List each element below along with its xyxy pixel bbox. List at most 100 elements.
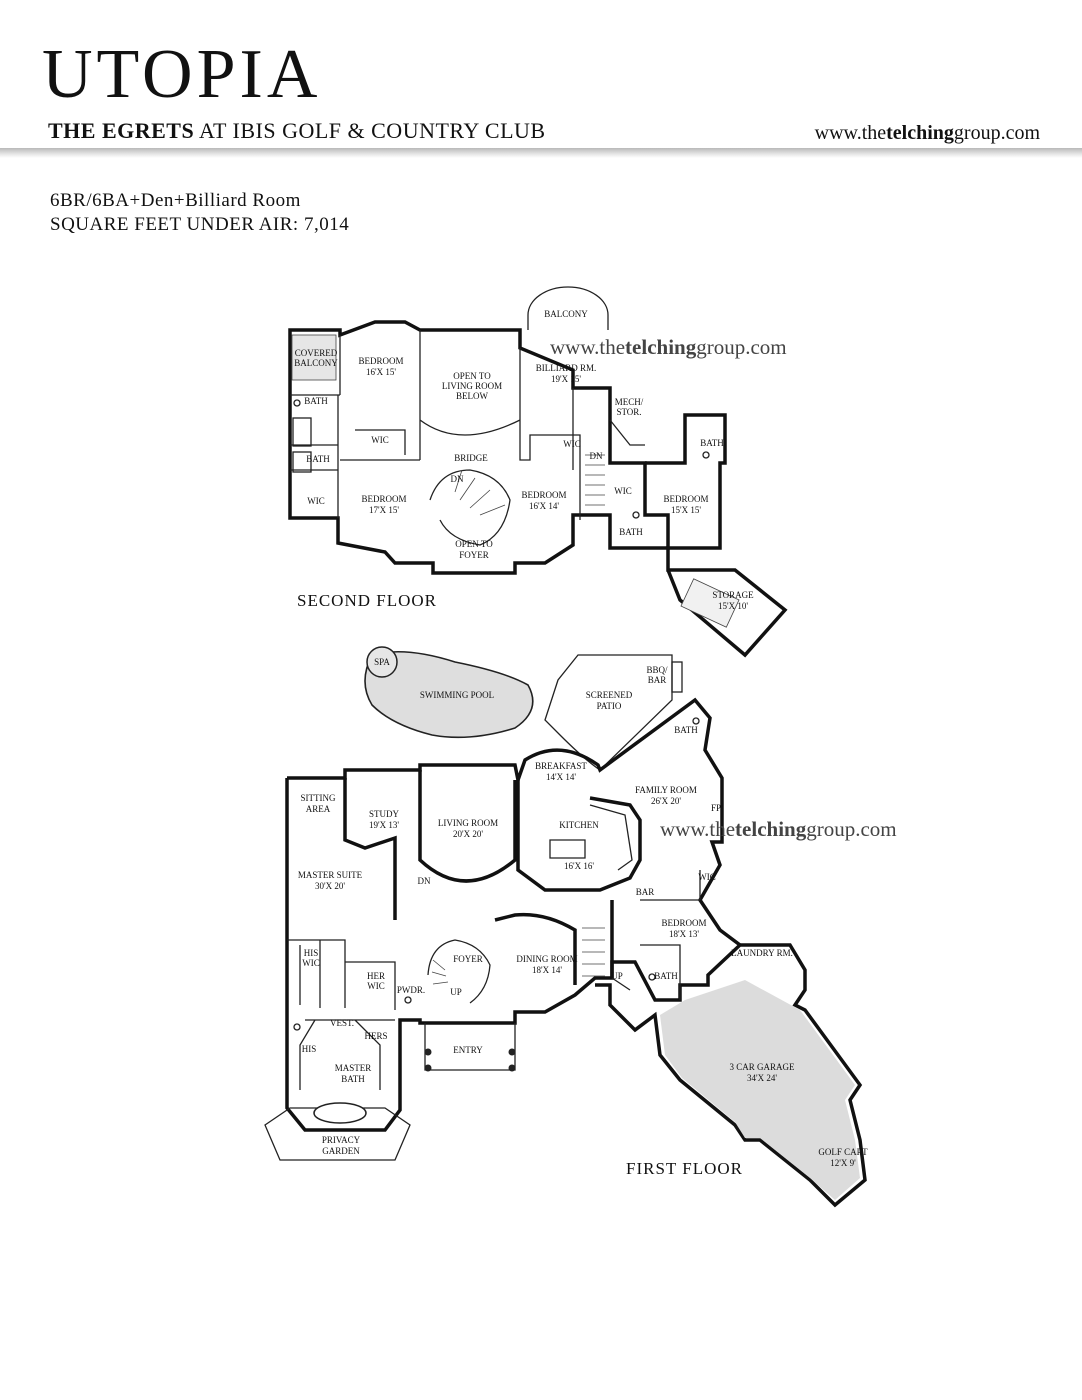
- toilet-bath: [632, 511, 640, 519]
- label-wic-family: WIC: [698, 872, 716, 882]
- wm-post: group.com: [696, 335, 786, 359]
- label-living-room-below: LIVING ROOM: [442, 381, 502, 391]
- label-bar: BAR: [636, 887, 655, 897]
- spec-bed-bath: 6BR/6BA+Den+Billiard Room: [50, 190, 301, 211]
- label-patio: PATIO: [597, 701, 622, 711]
- label-master-suite: MASTER SUITE: [298, 870, 363, 880]
- wm-pre: www.the: [550, 335, 625, 359]
- label-kitchen: KITCHEN: [559, 820, 599, 830]
- first-floor-title: FIRST FLOOR: [626, 1159, 743, 1178]
- page-title: UTOPIA: [42, 36, 322, 113]
- garage-floor: [660, 980, 860, 1200]
- website-url: www.thetelchinggroup.com: [815, 122, 1040, 145]
- label-bar-patio: BAR: [648, 675, 667, 685]
- balcony-arc: [527, 286, 609, 330]
- label-bedroom-1: BEDROOM: [358, 356, 403, 366]
- dim-bedroom-3: 16'X 14': [529, 501, 559, 511]
- label-foyer-upper: FOYER: [459, 550, 489, 560]
- label-bath-bedroom: BATH: [654, 971, 678, 981]
- stair-curve-foyer: [427, 939, 491, 1004]
- label-mech: MECH/: [615, 397, 644, 407]
- label-garage: 3 CAR GARAGE: [729, 1062, 795, 1072]
- label-covered-balcony: BALCONY: [294, 358, 338, 368]
- label-wic-3: WIC: [307, 496, 325, 506]
- label-hers-bath: HERS: [364, 1031, 387, 1041]
- label-living-room: LIVING ROOM: [438, 818, 498, 828]
- label-open-to-foyer: OPEN TO: [455, 539, 493, 549]
- toilet-powder: [404, 996, 412, 1004]
- wm-pre: www.the: [660, 817, 735, 841]
- label-covered: COVERED: [295, 348, 338, 358]
- label-her-wic: WIC: [367, 981, 385, 991]
- label-powder: PWDR.: [397, 985, 425, 995]
- label-wic-4: WIC: [614, 486, 632, 496]
- dim-living-room: 20'X 20': [453, 829, 483, 839]
- dim-bedroom-4: 15'X 15': [671, 505, 701, 515]
- label-breakfast: BREAKFAST: [535, 761, 587, 771]
- label-bedroom-3: BEDROOM: [521, 490, 566, 500]
- dim-family-room: 26'X 20': [651, 796, 681, 806]
- label-his-bath: HIS: [302, 1044, 317, 1054]
- label-bath-4: BATH: [619, 527, 643, 537]
- header-rule: [0, 148, 1082, 158]
- label-wic-2: WIC: [563, 439, 581, 449]
- label-bath-3: BATH: [700, 438, 724, 448]
- toilet-upper: [293, 399, 301, 407]
- label-balcony: BALCONY: [544, 309, 588, 319]
- label-foyer: FOYER: [453, 954, 483, 964]
- spec-square-feet: SQUARE FEET UNDER AIR: 7,014: [50, 214, 350, 235]
- label-sitting: SITTING: [301, 793, 336, 803]
- first-floor-wall-interior: [343, 770, 642, 985]
- label-entry: ENTRY: [453, 1045, 483, 1055]
- label-bedroom-first: BEDROOM: [661, 918, 706, 928]
- screened-patio-outline: [544, 654, 673, 771]
- url-pre: www.the: [814, 122, 887, 144]
- kitchen-counter: [589, 804, 633, 871]
- label-storage: STORAGE: [712, 590, 754, 600]
- url-bold: telching: [886, 122, 954, 144]
- dim-golf-cart: 12'X 9': [830, 1158, 856, 1168]
- label-below: BELOW: [456, 391, 488, 401]
- wm-bold: telching: [625, 335, 697, 359]
- label-garden: GARDEN: [322, 1146, 360, 1156]
- label-golf-cart: GOLF CART: [818, 1147, 868, 1157]
- label-master: MASTER: [335, 1063, 372, 1073]
- toilet-master: [293, 1023, 301, 1031]
- label-spa: SPA: [374, 657, 390, 667]
- first-floor-plan: SPA SWIMMING POOL BBQ/ BAR SCREENED PATI…: [264, 646, 868, 1208]
- toilet-patio-bath: [692, 717, 700, 725]
- toilet-bedroom-bath: [648, 973, 656, 981]
- master-tub: [313, 1102, 367, 1124]
- url-post: group.com: [953, 122, 1040, 144]
- tub-upper: [292, 417, 312, 447]
- label-up-foyer: UP: [450, 987, 462, 997]
- label-vest: VEST.: [330, 1018, 354, 1028]
- label-bath-1: BATH: [304, 396, 328, 406]
- label-area: AREA: [306, 804, 331, 814]
- label-bath-patio: BATH: [674, 725, 698, 735]
- label-swimming-pool: SWIMMING POOL: [420, 690, 494, 700]
- label-bridge: BRIDGE: [454, 453, 488, 463]
- toilet-right: [702, 451, 710, 459]
- first-floor-wall-north: [287, 697, 742, 947]
- label-his: HIS: [304, 948, 319, 958]
- watermark-upper: www.thetelchinggroup.com: [550, 335, 787, 359]
- bbq-bar: [671, 661, 683, 693]
- stair-curve-second: [429, 469, 511, 546]
- label-open-to: OPEN TO: [453, 371, 491, 381]
- label-her: HER: [367, 971, 385, 981]
- dim-billiard: 19'X 15': [551, 374, 581, 384]
- label-laundry: LAUNDRY RM.: [731, 948, 793, 958]
- label-family-room: FAMILY ROOM: [635, 785, 697, 795]
- label-stor: STOR.: [616, 407, 641, 417]
- dim-storage: 15'X 10': [718, 601, 748, 611]
- label-dn-living: DN: [418, 876, 431, 886]
- swimming-pool: [364, 651, 534, 739]
- label-privacy: PRIVACY: [322, 1135, 361, 1145]
- dim-bedroom-1: 16'X 15': [366, 367, 396, 377]
- second-floor-wall-left: [288, 320, 670, 575]
- label-wic-1: WIC: [371, 435, 389, 445]
- community-subtitle: THE EGRETS AT IBIS GOLF & COUNTRY CLUB: [48, 118, 546, 144]
- dim-study: 19'X 13': [369, 820, 399, 830]
